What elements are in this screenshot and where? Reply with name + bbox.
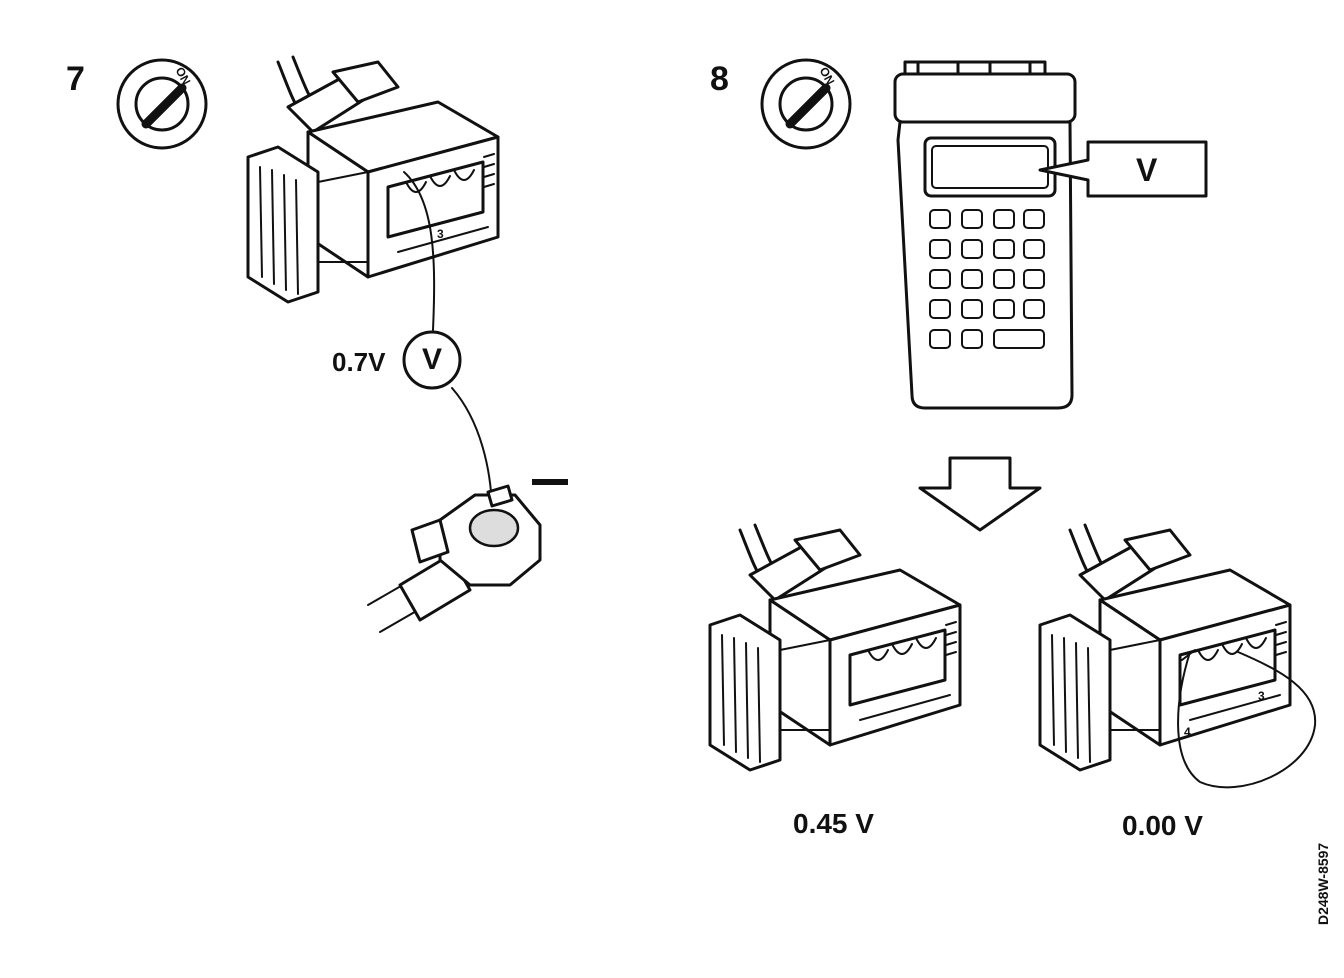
ignition-key-icon-step8	[762, 60, 850, 148]
jumper-wire	[1177, 651, 1317, 789]
jumper-pin-3: 3	[1258, 689, 1265, 703]
reading-0-45v: 0.45 V	[793, 808, 874, 839]
display-symbol-v: V	[1136, 152, 1158, 188]
jumper-pin-4: 4	[1184, 725, 1191, 739]
ignition-key-icon-step7	[118, 60, 206, 148]
connector-step7	[246, 55, 500, 304]
jumper-wire-end	[1181, 649, 1196, 661]
connector-step8-left	[708, 523, 962, 772]
figure-code: D248W-8597	[1315, 842, 1331, 925]
reading-0-00v: 0.00 V	[1122, 810, 1203, 841]
connector-step8-right	[1038, 523, 1292, 772]
probe-lead-upper	[403, 171, 436, 331]
scan-tester-icon	[893, 60, 1077, 410]
voltmeter-icon	[402, 330, 462, 390]
pin-label-3-step7: 3	[437, 227, 444, 241]
step-number-7: 7	[66, 60, 85, 98]
down-arrow-icon	[918, 456, 1042, 532]
negative-sign-icon	[532, 479, 568, 485]
step-number-8: 8	[710, 60, 729, 98]
voltmeter-symbol: V	[422, 343, 443, 376]
reading-0-7v: 0.7V	[332, 347, 386, 377]
display-callout	[1038, 140, 1208, 198]
ground-terminal-icon	[367, 484, 542, 633]
